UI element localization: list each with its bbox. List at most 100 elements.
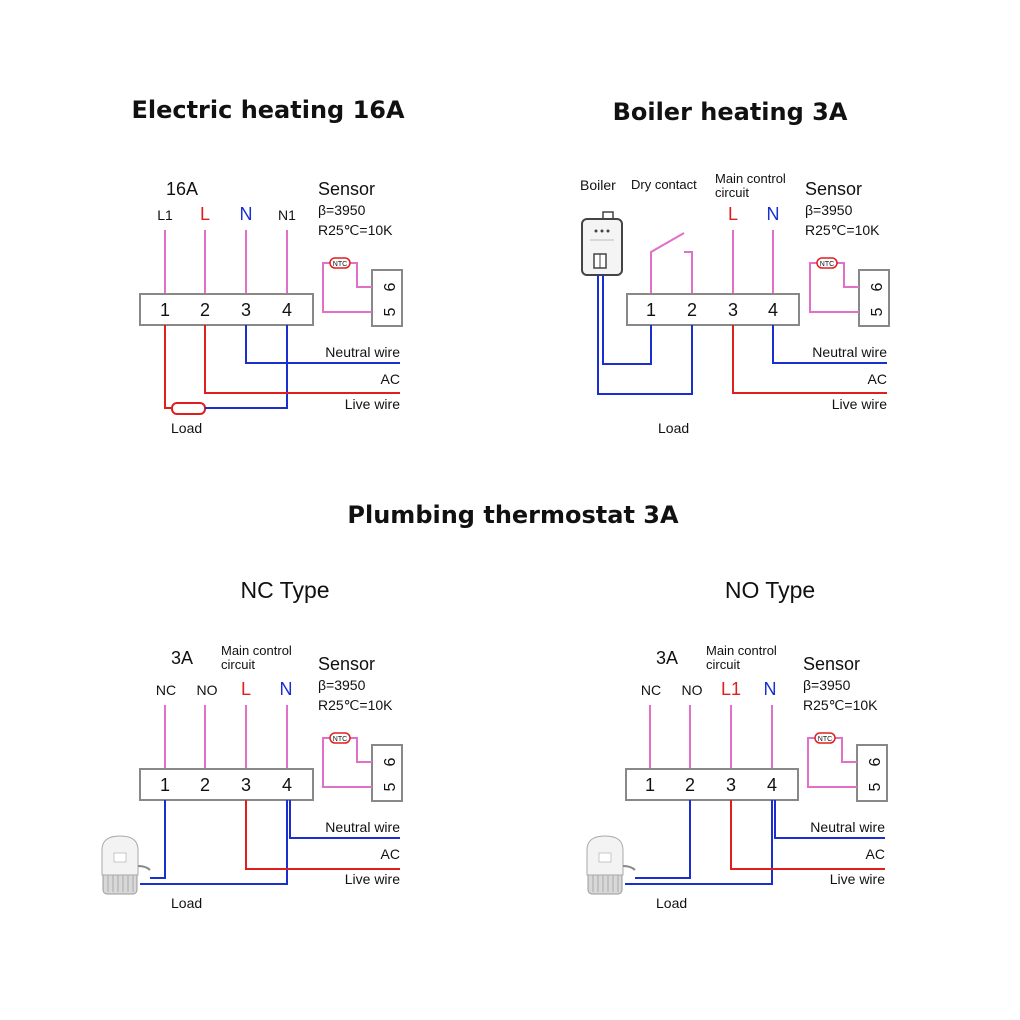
sensor-title: Sensor [318,179,375,199]
sensor-terminal-block [858,269,890,327]
terminal-4: 4 [767,775,777,795]
dry-contact-switch-icon [650,232,685,294]
live-wire-to-load [164,325,172,409]
terminal-1: 1 [645,775,655,795]
sensor-terminal-block [371,744,403,802]
terminal-block [626,293,800,326]
terminal-4: 4 [282,775,292,795]
sensor-terminal-6: 6 [867,757,884,766]
terminal-label-nc: NC [156,682,176,698]
neutral-wire-label: Neutral wire [810,819,885,835]
dry-contact-fixed-wire [684,251,693,294]
terminal-4: 4 [768,300,778,320]
terminal-2: 2 [200,775,210,795]
sensor-wire-6 [349,737,372,763]
neutral-wire-line [772,325,887,364]
terminal-label-n: N [280,679,293,699]
terminal-3: 3 [241,300,251,320]
terminal-label-n1: N1 [278,207,296,223]
ac-label: AC [866,846,885,862]
ntc-thermistor-icon [814,732,836,744]
neutral-wire-line [245,325,400,364]
neutral-from-load [205,325,288,409]
terminal-3: 3 [728,300,738,320]
terminal-label-l1: L1 [157,207,173,223]
sensor-title: Sensor [805,179,862,199]
terminal-4: 4 [282,300,292,320]
main-control-label: Main control [221,643,292,658]
terminal-label-no: NO [682,682,703,698]
ntc-label: NTC [333,736,347,743]
load-label: Load [171,420,202,436]
diagram-electric-heating: 16A L1 L N N1 1 2 3 4 Sensor β=3950 R25℃… [139,179,403,436]
terminal-label-no: NO [197,682,218,698]
terminal-block [139,293,314,326]
no-wire-to-actuator [635,800,691,879]
ntc-thermistor-icon [329,732,351,744]
ac-label: AC [868,371,887,387]
terminal-label-n: N [767,204,780,224]
terminal-label-n: N [240,204,253,224]
ntc-label: NTC [818,736,832,743]
ac-label: AC [381,371,400,387]
sensor-terminal-5: 5 [382,307,399,316]
diagram-boiler-heating: Boiler Dry contact Main control circuit … [580,171,890,436]
live-wire-label: Live wire [830,871,885,887]
title-electric-heating: Electric heating 16A [131,96,405,124]
title-no-type: NO Type [725,577,815,603]
ac-live-wire [245,800,400,870]
ac-label: AC [381,846,400,862]
diagram-no-type: 3A Main control circuit NC NO L1 N 1 2 3… [586,643,888,911]
sensor-terminal-6: 6 [382,282,399,291]
neutral-wire-label: Neutral wire [325,819,400,835]
terminal-label-l1: L1 [721,679,741,699]
sensor-beta: β=3950 [318,677,366,693]
ntc-label: NTC [333,261,347,268]
neutral-wire-label: Neutral wire [325,344,400,360]
neutral-wire-line [289,800,400,839]
sensor-terminal-5: 5 [867,782,884,791]
load-label: Load [171,895,202,911]
load-heater-icon [171,402,206,415]
sensor-wire-6 [834,737,857,763]
boiler-label: Boiler [580,177,616,193]
terminal-label-l: L [241,679,251,699]
boiler-wire-to-terminal-2 [597,275,693,395]
sensor-terminal-block [856,744,888,802]
thermal-actuator-icon [586,835,636,895]
circuit-label: circuit [221,657,255,672]
ntc-label: NTC [820,261,834,268]
terminal-1: 1 [646,300,656,320]
diagram-nc-type: 3A Main control circuit NC NO L N 1 2 3 … [101,643,403,911]
terminal-block [625,768,799,801]
sensor-title: Sensor [803,654,860,674]
sensor-terminal-6: 6 [382,757,399,766]
sensor-r25: R25℃=10K [805,222,880,238]
sensor-wire-5 [322,737,372,788]
nc-wire-to-actuator [150,800,166,879]
terminal-2: 2 [687,300,697,320]
neutral-wire-label: Neutral wire [812,344,887,360]
load-label: Load [656,895,687,911]
terminal-label-n: N [764,679,777,699]
live-wire-label: Live wire [345,871,400,887]
terminal-block [139,768,314,801]
circuit-label: circuit [706,657,740,672]
neutral-from-actuator [625,800,773,885]
ntc-thermistor-icon [329,257,351,269]
main-control-label: Main control [706,643,777,658]
sensor-terminal-5: 5 [869,307,886,316]
terminal-3: 3 [726,775,736,795]
sensor-wire-5 [322,262,372,313]
rating-label: 3A [656,648,678,668]
sensor-wire-6 [836,262,859,288]
sensor-beta: β=3950 [318,202,366,218]
terminal-1: 1 [160,775,170,795]
main-control-label: Main control [715,171,786,186]
terminal-2: 2 [200,300,210,320]
terminal-label-nc: NC [641,682,661,698]
sensor-r25: R25℃=10K [318,697,393,713]
load-label: Load [658,420,689,436]
dry-contact-label: Dry contact [631,177,697,192]
